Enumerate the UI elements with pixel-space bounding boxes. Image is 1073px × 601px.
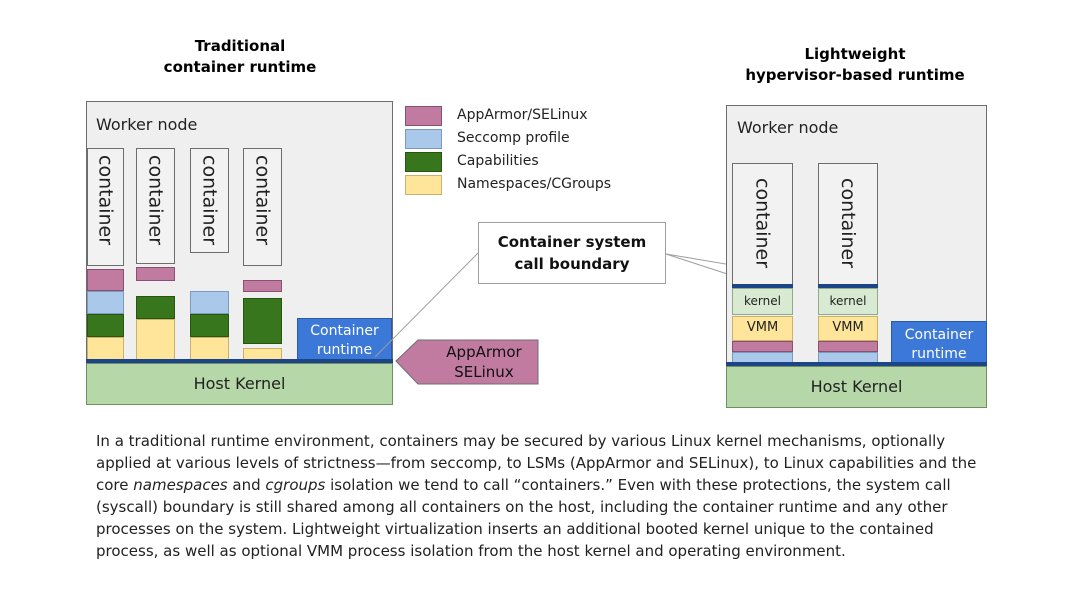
legend-label-apparmor: AppArmor/SELinux — [457, 107, 588, 123]
left-syscall-boundary-line — [86, 359, 393, 363]
right-c1-boundary-line — [732, 284, 793, 288]
left-container-2-label: container — [144, 155, 167, 246]
left-container-4: container — [243, 148, 282, 266]
apparmor-selinux-arrow — [395, 339, 539, 385]
left-container-2: container — [136, 148, 175, 264]
right-c1-kernel: kernel — [732, 288, 793, 315]
legend-label-namespaces: Namespaces/CGroups — [457, 176, 612, 192]
para-seg1: In a traditional runtime environment, co… — [96, 432, 977, 494]
left-title-line1: Traditional — [194, 37, 286, 55]
right-title-line2: hypervisor-based runtime — [745, 66, 965, 84]
right-c2-kernel: kernel — [818, 288, 878, 315]
left-worker-node-label: Worker node — [96, 115, 198, 134]
callout-line2: call boundary — [514, 255, 630, 273]
right-diagram-title: Lightweight hypervisor-based runtime — [735, 44, 975, 86]
right-container-1-label: container — [751, 178, 774, 269]
c3-seccomp-layer — [190, 291, 229, 314]
c3-namespaces-layer — [190, 337, 229, 360]
right-c1-vmm-label: VMM — [746, 320, 779, 335]
right-c1-apparmor-layer — [732, 341, 793, 352]
apparmor-selinux-arrow-label: AppArmor SELinux — [432, 342, 536, 382]
description-paragraph: In a traditional runtime environment, co… — [96, 430, 996, 562]
legend-swatch-namespaces — [405, 175, 442, 195]
right-runtime-line2: runtime — [911, 346, 967, 362]
right-c1-kernel-label: kernel — [744, 294, 781, 308]
right-c2-apparmor-layer — [818, 341, 878, 352]
para-seg2: and — [227, 476, 266, 494]
legend-label-seccomp: Seccomp profile — [457, 130, 570, 146]
c2-namespaces-layer — [136, 319, 175, 360]
left-host-kernel-label: Host Kernel — [193, 374, 286, 393]
left-container-1-label: container — [94, 155, 117, 246]
right-container-2: container — [818, 163, 878, 286]
left-container-4-label: container — [251, 155, 274, 246]
para-em-namespaces: namespaces — [133, 476, 228, 494]
legend-label-capabilities: Capabilities — [457, 153, 539, 169]
c4-capabilities-layer — [243, 298, 282, 344]
left-container-runtime: Container runtime — [297, 318, 392, 360]
right-c2-kernel-label: kernel — [829, 294, 867, 308]
c4-apparmor-layer — [243, 280, 282, 292]
right-host-kernel-label: Host Kernel — [810, 377, 903, 396]
c2-capabilities-layer — [136, 296, 175, 319]
right-c2-boundary-line — [818, 284, 878, 288]
c1-namespaces-layer — [87, 337, 124, 360]
arrow-label-line1: AppArmor — [446, 343, 522, 361]
c1-apparmor-layer — [87, 269, 124, 291]
right-title-line1: Lightweight — [804, 45, 906, 63]
left-host-kernel: Host Kernel — [86, 363, 393, 405]
left-diagram-title: Traditional container runtime — [130, 36, 350, 78]
right-container-runtime: Container runtime — [891, 321, 987, 364]
right-runtime-line1: Container — [904, 327, 974, 343]
right-container-1: container — [732, 163, 793, 286]
callout-line1: Container system — [497, 233, 647, 251]
arrow-label-line2: SELinux — [454, 363, 514, 381]
left-runtime-line2: runtime — [316, 342, 373, 358]
para-seg3: isolation we tend to call “containers.” … — [96, 476, 951, 560]
legend-swatch-apparmor — [405, 106, 442, 126]
left-container-3: container — [190, 148, 229, 253]
legend-swatch-seccomp — [405, 129, 442, 149]
c3-capabilities-layer — [190, 314, 229, 337]
left-container-1: container — [87, 148, 124, 266]
left-title-line2: container runtime — [163, 58, 317, 76]
right-c1-vmm: VMM — [732, 316, 793, 341]
right-worker-node-label: Worker node — [737, 118, 839, 137]
left-container-3-label: container — [198, 155, 221, 246]
legend-swatch-capabilities — [405, 152, 442, 172]
right-c2-vmm: VMM — [818, 316, 878, 341]
c1-seccomp-layer — [87, 291, 124, 314]
c1-capabilities-layer — [87, 314, 124, 337]
c2-apparmor-layer — [136, 267, 175, 281]
syscall-boundary-callout: Container system call boundary — [478, 222, 666, 284]
right-host-boundary-line — [726, 362, 987, 366]
para-em-cgroups: cgroups — [265, 476, 326, 494]
right-c2-vmm-label: VMM — [832, 320, 864, 335]
right-container-2-label: container — [837, 178, 859, 269]
right-host-kernel: Host Kernel — [726, 366, 987, 408]
left-runtime-line1: Container — [310, 323, 379, 339]
